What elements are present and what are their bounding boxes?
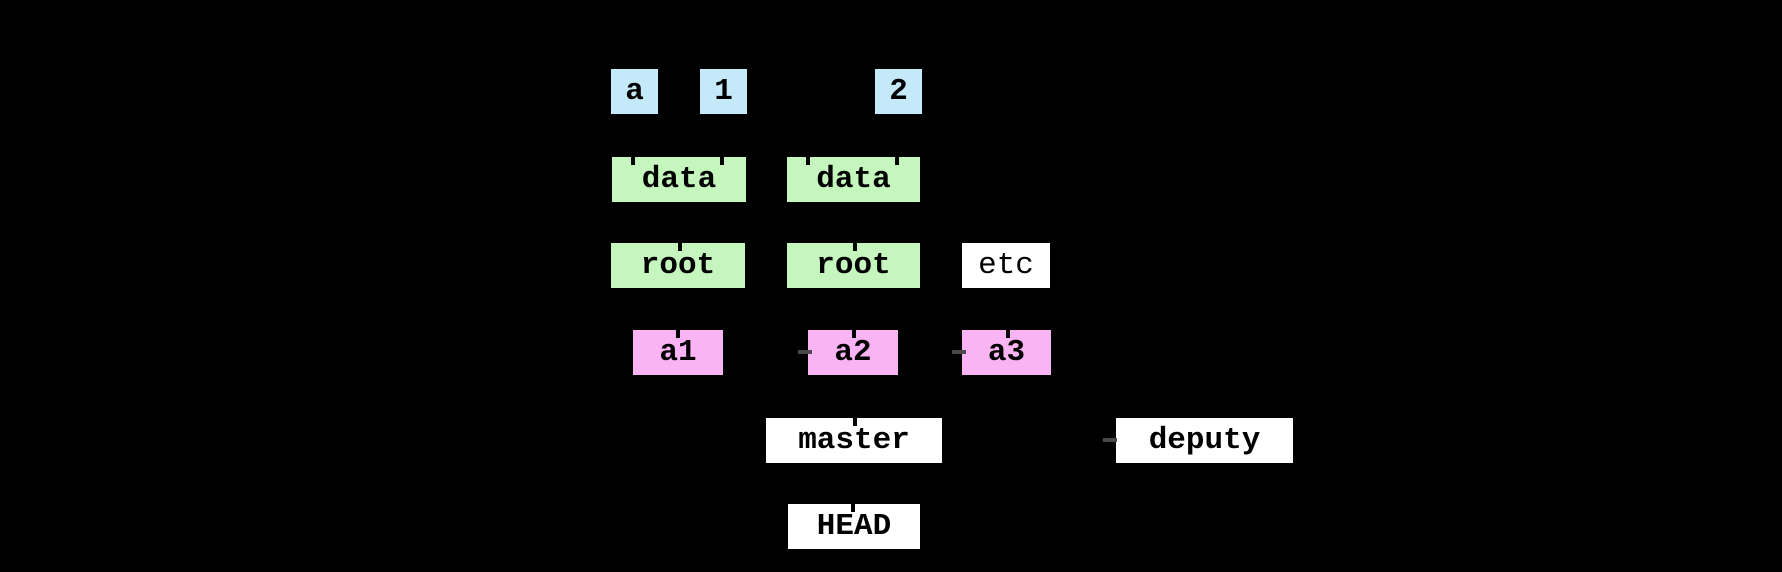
arrowhead-tick [678,243,682,251]
node-ref-deputy: deputy [1116,418,1293,463]
arrowhead-tick [852,330,856,338]
arrowhead-tick [806,157,810,165]
arrowhead-tick [853,243,857,251]
arrowhead-tick [851,504,855,512]
arrowhead-tick [720,157,724,165]
arrowhead-tick [895,157,899,165]
node-root-2: root [787,243,920,288]
node-state-a: a [611,69,658,114]
arrowhead-tick [853,418,857,426]
arrowhead-dash [952,350,966,354]
node-state-1: 1 [700,69,747,114]
arrowhead-tick [631,157,635,165]
arrowhead-tick [676,330,680,338]
arrowhead-dash [798,350,812,354]
node-state-2: 2 [875,69,922,114]
arrowhead-dash [1103,438,1117,442]
arrowhead-tick [1006,330,1010,338]
node-etc: etc [962,243,1050,288]
